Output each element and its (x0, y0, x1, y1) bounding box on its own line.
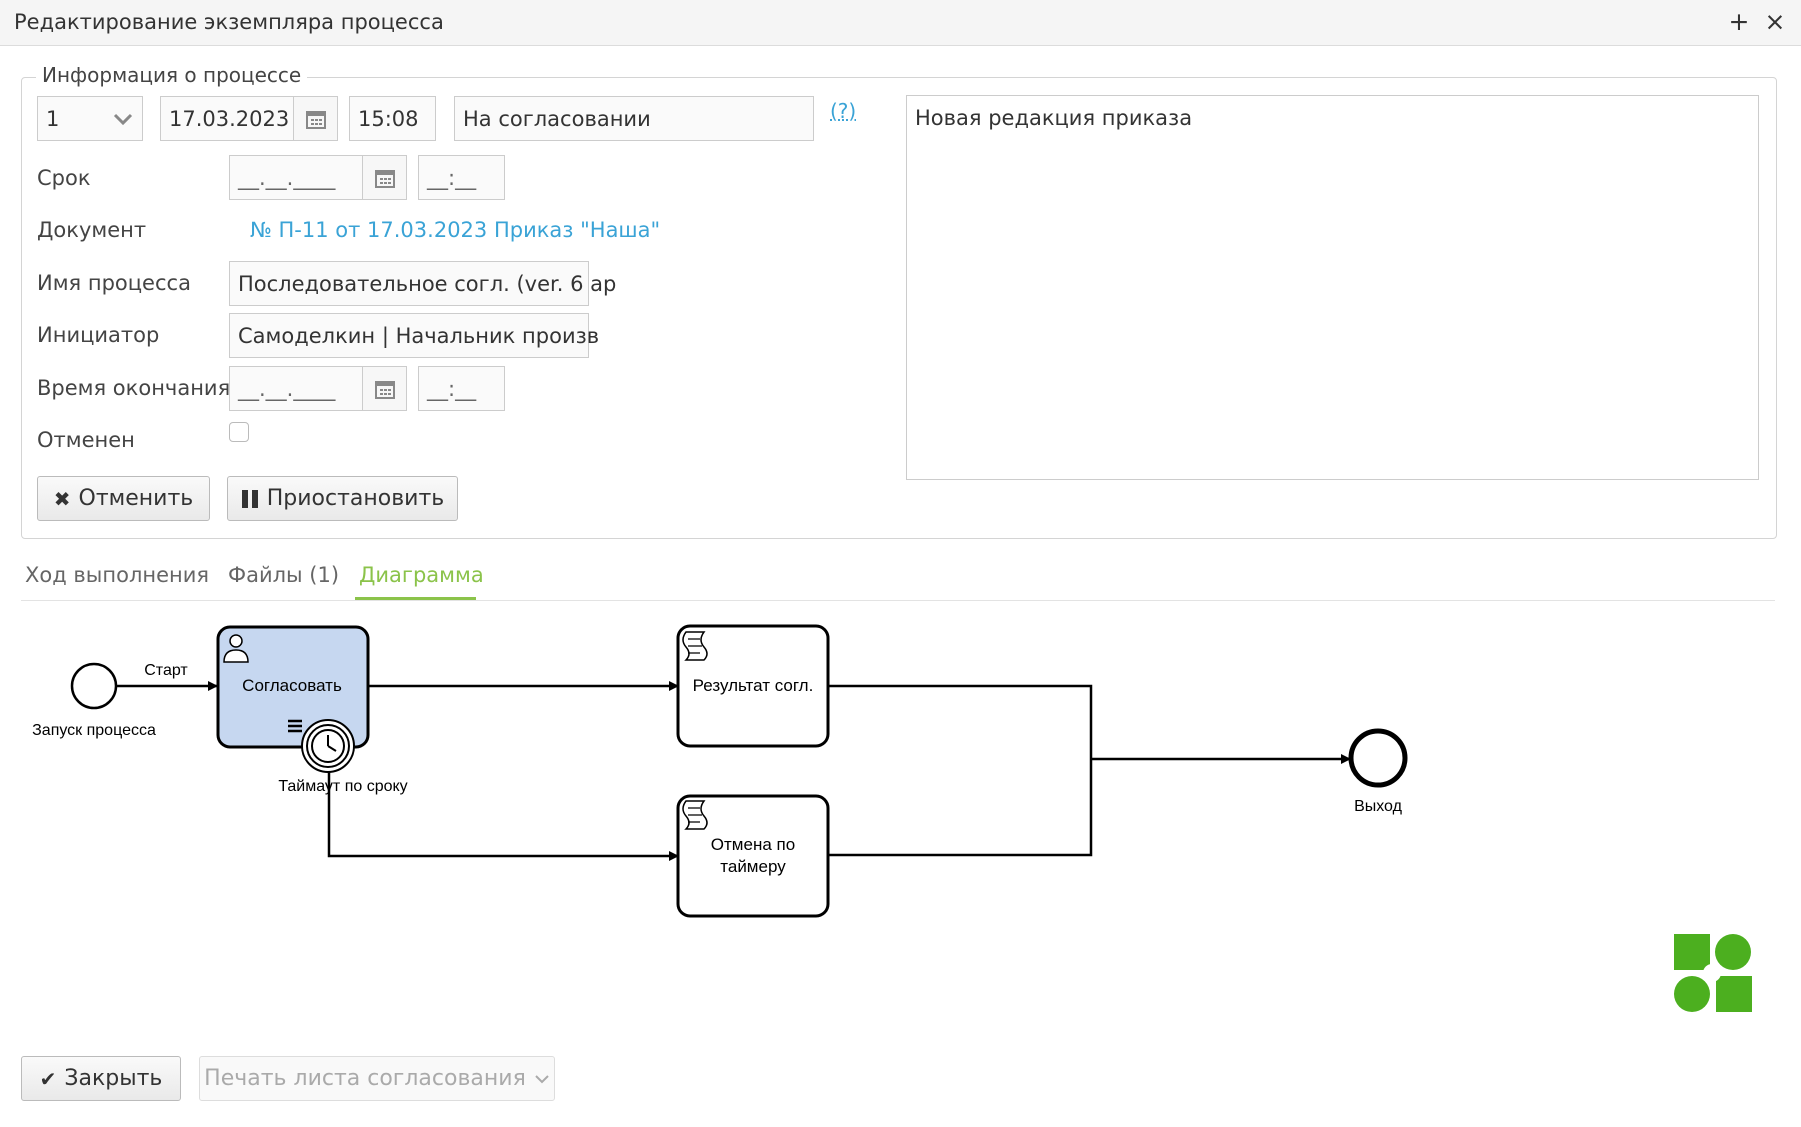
user-task-icon (223, 634, 249, 663)
deadline-time-value: __:__ (427, 165, 477, 190)
deadline-label: Срок (37, 166, 91, 190)
initiator-label: Инициатор (37, 323, 160, 347)
multi-instance-icon (288, 719, 302, 733)
process-date-calendar-button[interactable] (293, 96, 338, 141)
deadline-date-input[interactable]: __.__.____ (229, 155, 363, 200)
status-input[interactable]: На согласовании (454, 96, 814, 141)
close-icon: ✖ (53, 486, 71, 511)
end-time-label: Время окончания (37, 376, 231, 400)
tab-diagram-underline (355, 597, 476, 600)
document-label: Документ (37, 218, 147, 242)
task-cancel-line1: Отмена по (711, 835, 795, 854)
end-date-calendar-button[interactable] (362, 366, 407, 411)
process-date-value: 17.03.2023 (169, 106, 290, 131)
maximize-button[interactable]: + (1728, 7, 1750, 36)
close-button-label: Закрыть (64, 1066, 163, 1091)
pause-icon (241, 489, 259, 509)
window-titlebar (0, 0, 1801, 46)
comment-textarea[interactable]: Новая редакция приказа (906, 95, 1759, 480)
close-button[interactable]: ✔ Закрыть (21, 1056, 181, 1101)
task-result[interactable]: Результат согл. (676, 624, 830, 748)
number-select-value: 1 (46, 106, 60, 131)
process-date-input[interactable]: 17.03.2023 (160, 96, 294, 141)
calendar-icon (374, 169, 395, 188)
tabs-divider (21, 600, 1775, 601)
flow-start-label: Старт (144, 662, 188, 679)
script-task-icon (682, 800, 708, 830)
cancel-process-label: Отменить (78, 486, 194, 511)
initiator-input[interactable]: Самоделкин | Начальник произв (229, 313, 599, 358)
document-link[interactable]: № П-11 от 17.03.2023 Приказ "Наша" (250, 218, 661, 242)
chevron-down-icon (112, 112, 134, 126)
close-window-button[interactable]: × (1764, 7, 1786, 36)
tab-files[interactable]: Файлы (1) (228, 563, 340, 587)
tab-diagram[interactable]: Диаграмма (359, 563, 484, 587)
print-button-label: Печать листа согласования (204, 1066, 526, 1091)
flow-timer-cancel (327, 771, 679, 861)
timer-label: Таймаут по сроку (278, 778, 407, 795)
calendar-icon (305, 110, 326, 129)
process-info-fieldset (21, 77, 1777, 539)
window-title: Редактирование экземпляра процесса (14, 10, 444, 34)
cancelled-checkbox[interactable] (229, 422, 249, 442)
end-time-input[interactable]: __:__ (418, 366, 505, 411)
process-name-value: Последовательное согл. (ver. 6 ap (238, 271, 617, 296)
task-approve-label: Согласовать (242, 676, 342, 695)
status-value: На согласовании (463, 106, 651, 131)
task-cancel-timer[interactable]: Отмена по таймеру (676, 794, 830, 918)
print-approval-sheet-button[interactable]: Печать листа согласования (199, 1056, 555, 1101)
end-date-value: __.__.____ (238, 376, 336, 401)
help-link[interactable]: (?) (830, 99, 857, 123)
chevron-down-icon (534, 1074, 550, 1084)
process-info-legend: Информация о процессе (36, 63, 308, 87)
process-time-value: 15:08 (358, 106, 419, 131)
pause-process-label: Приостановить (266, 486, 445, 511)
tab-progress[interactable]: Ход выполнения (25, 563, 210, 587)
task-result-label: Результат согл. (693, 676, 814, 695)
flow-result-merge (828, 684, 1093, 857)
process-time-input[interactable]: 15:08 (349, 96, 436, 141)
check-icon: ✔ (39, 1066, 57, 1091)
pause-process-button[interactable]: Приостановить (227, 476, 458, 521)
cancelled-label: Отменен (37, 428, 135, 452)
end-time-value: __:__ (427, 376, 477, 401)
process-name-input[interactable]: Последовательное согл. (ver. 6 ap (229, 261, 616, 306)
bpmn-diagram: Запуск процесса Старт Согласовать Таймау… (32, 624, 1408, 918)
end-date-input[interactable]: __.__.____ (229, 366, 363, 411)
initiator-value: Самоделкин | Начальник произв (238, 323, 600, 348)
script-task-icon (682, 631, 708, 661)
deadline-date-value: __.__.____ (238, 165, 336, 190)
process-name-label: Имя процесса (37, 271, 191, 295)
deadline-calendar-button[interactable] (362, 155, 407, 200)
end-event-label: Выход (1354, 798, 1403, 815)
comment-value: Новая редакция приказа (915, 106, 1193, 130)
app-logo-icon (1674, 934, 1752, 1012)
cancel-process-button[interactable]: ✖ Отменить (37, 476, 210, 521)
deadline-time-input[interactable]: __:__ (418, 155, 505, 200)
task-approve[interactable]: Согласовать (216, 625, 370, 749)
task-cancel-line2: таймеру (720, 857, 786, 876)
start-event[interactable] (70, 662, 118, 710)
end-event[interactable] (1348, 728, 1408, 788)
start-event-label: Запуск процесса (32, 722, 156, 739)
number-select[interactable]: 1 (37, 96, 143, 141)
calendar-icon (374, 380, 395, 399)
timer-icon[interactable] (301, 719, 355, 773)
